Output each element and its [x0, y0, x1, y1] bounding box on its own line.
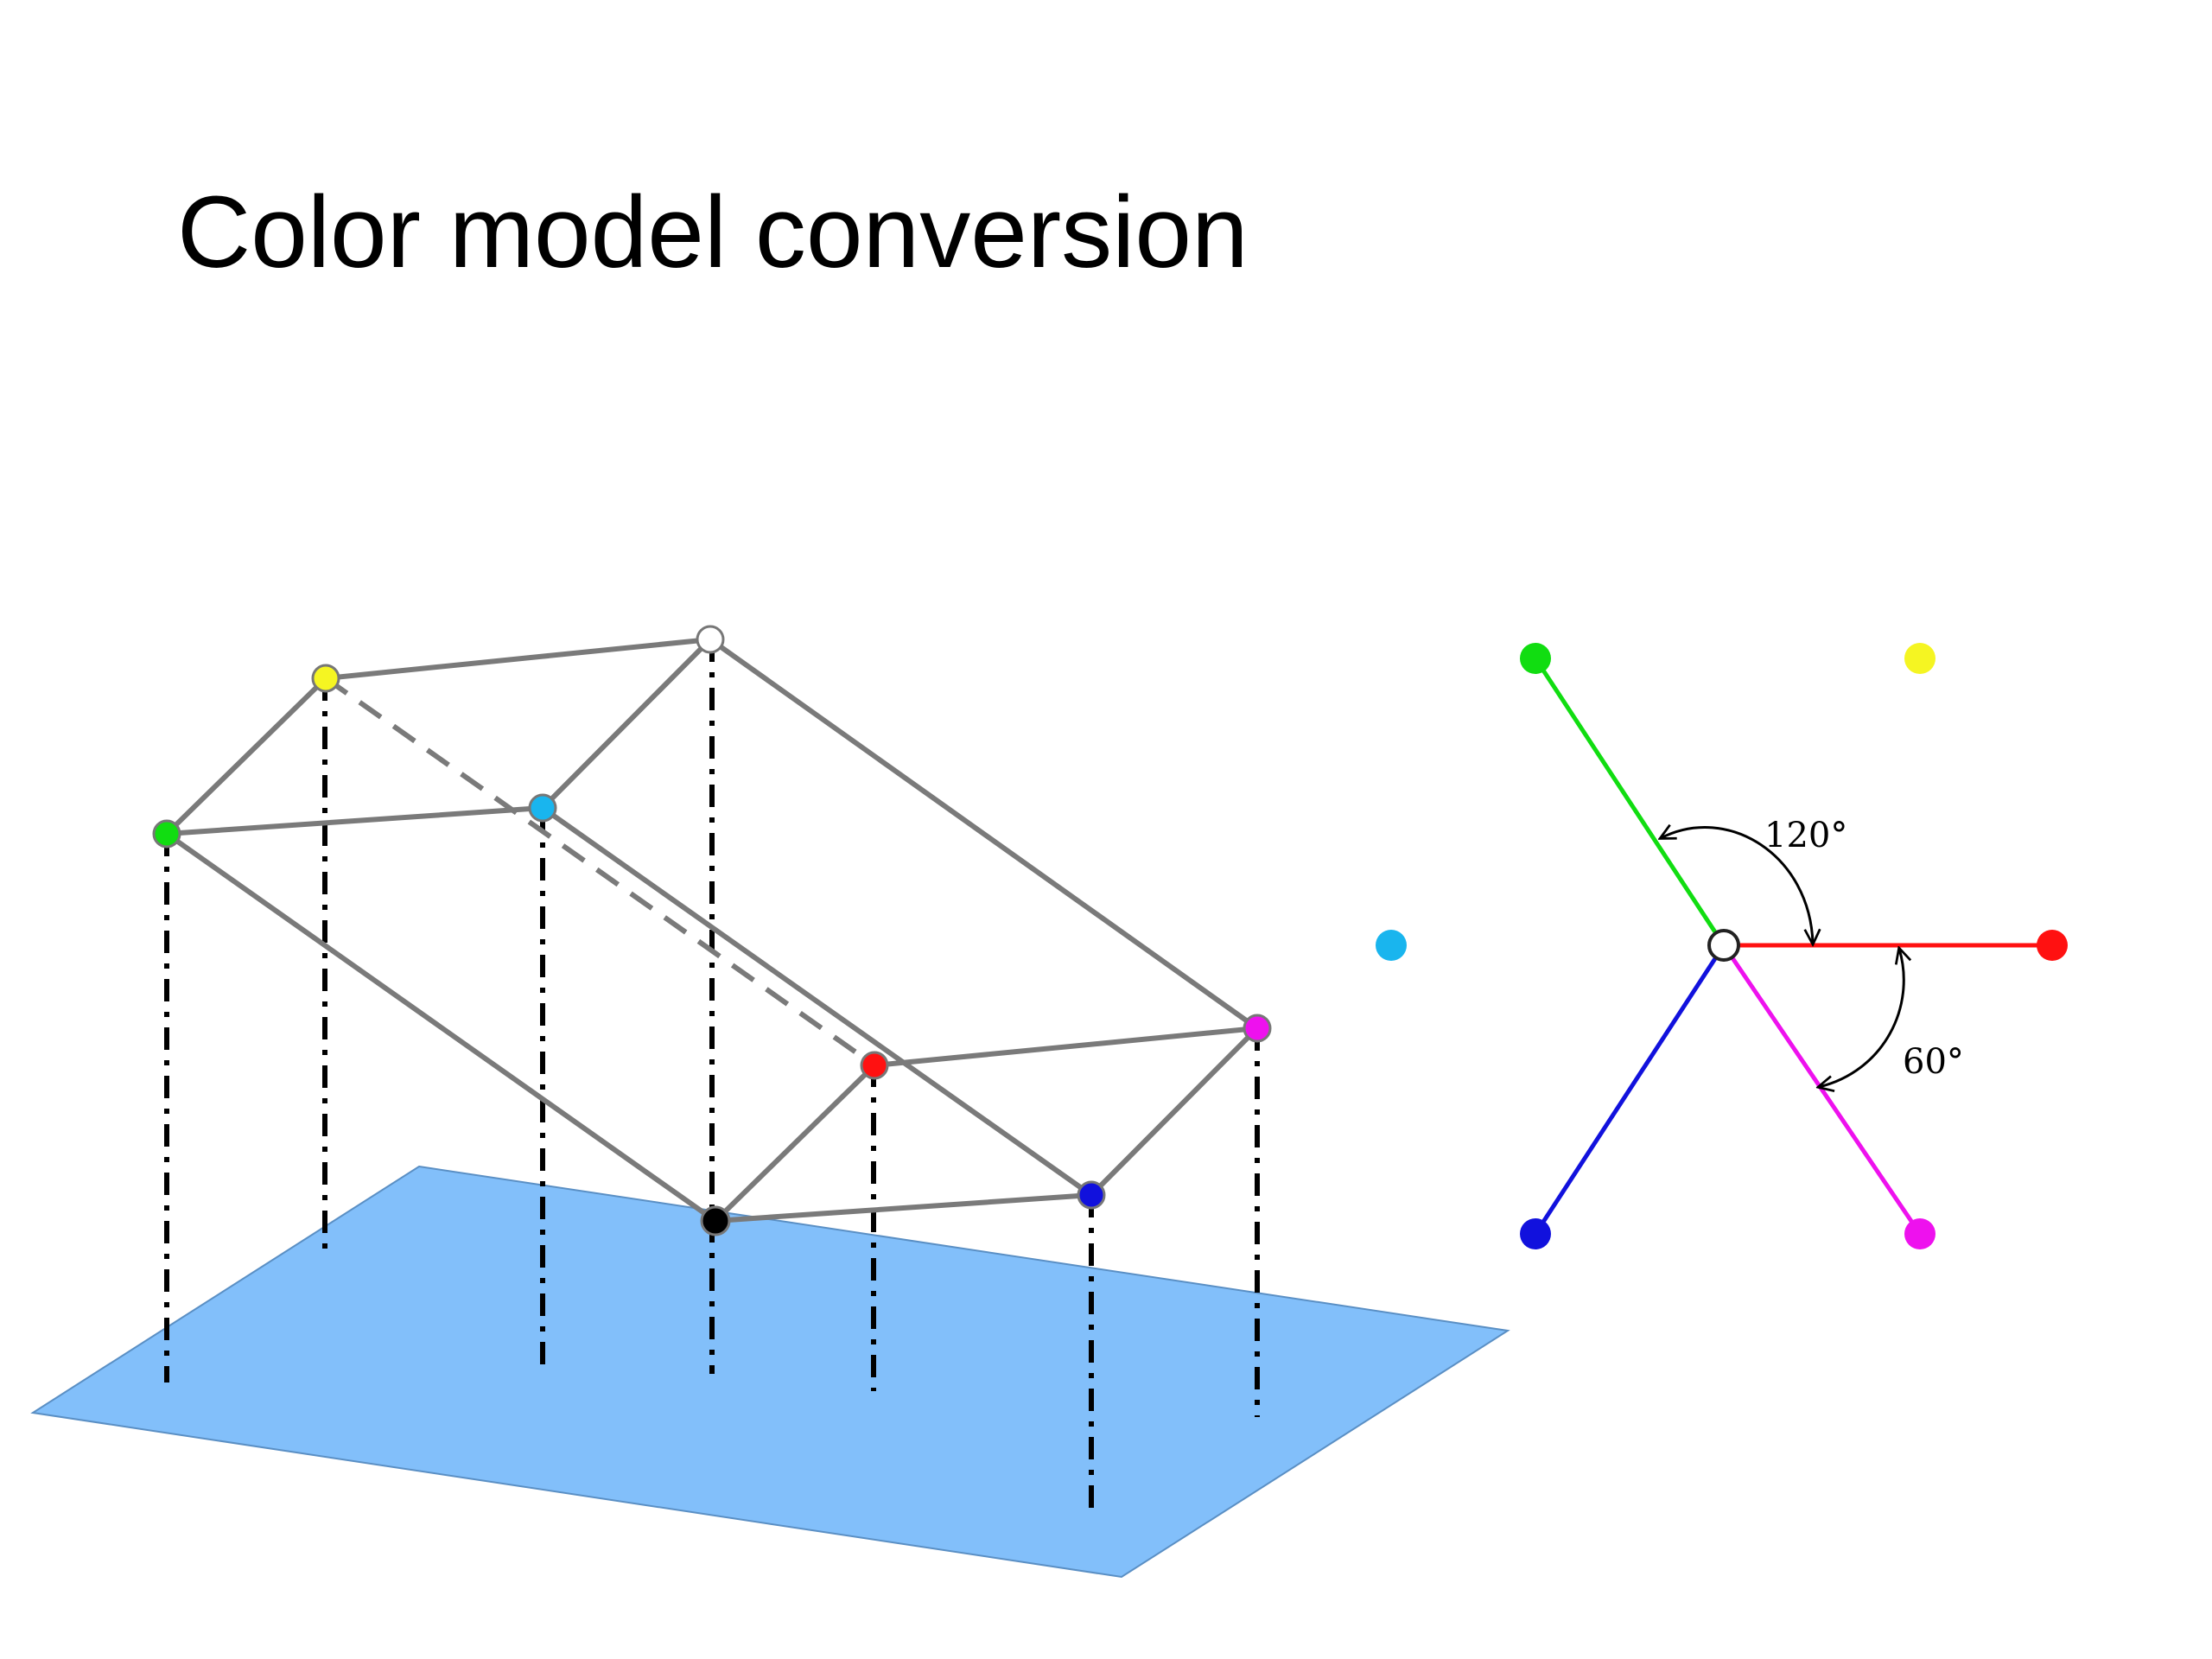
cube-edges	[164, 637, 1260, 1224]
hex-point-blue	[1520, 1218, 1551, 1249]
projection-plane	[30, 1165, 1510, 1579]
vertex-black	[700, 1205, 731, 1236]
angle-arc-60	[1819, 949, 1904, 1087]
hex-point-cyan	[1376, 930, 1407, 961]
hex-point-yellow	[1904, 643, 1936, 674]
spoke-green	[1533, 657, 1726, 947]
vertex-cyan	[528, 793, 557, 823]
hexagon-diagram: 120° 60°	[1376, 643, 2068, 1249]
vertex-white	[696, 625, 725, 654]
slide-title: Color model conversion	[177, 175, 1249, 289]
angle-arc-120	[1661, 827, 1813, 944]
angle-label-120: 120°	[1764, 816, 1847, 855]
spoke-magenta	[1721, 944, 1923, 1236]
vertex-magenta	[1243, 1014, 1272, 1043]
hex-point-green	[1520, 643, 1551, 674]
hex-point-magenta	[1904, 1218, 1936, 1249]
vertex-blue	[1077, 1180, 1106, 1210]
projection-lines	[164, 639, 1260, 1516]
vertex-red	[860, 1051, 889, 1080]
vertex-yellow	[311, 664, 340, 693]
cube-vertices	[152, 625, 1272, 1236]
hex-point-red	[2037, 930, 2068, 961]
angle-label-60: 60°	[1903, 1042, 1964, 1082]
vertex-green	[152, 819, 181, 849]
cube-edge-hidden	[324, 676, 876, 1068]
hex-center-white	[1707, 929, 1740, 962]
spoke-blue	[1533, 944, 1726, 1236]
